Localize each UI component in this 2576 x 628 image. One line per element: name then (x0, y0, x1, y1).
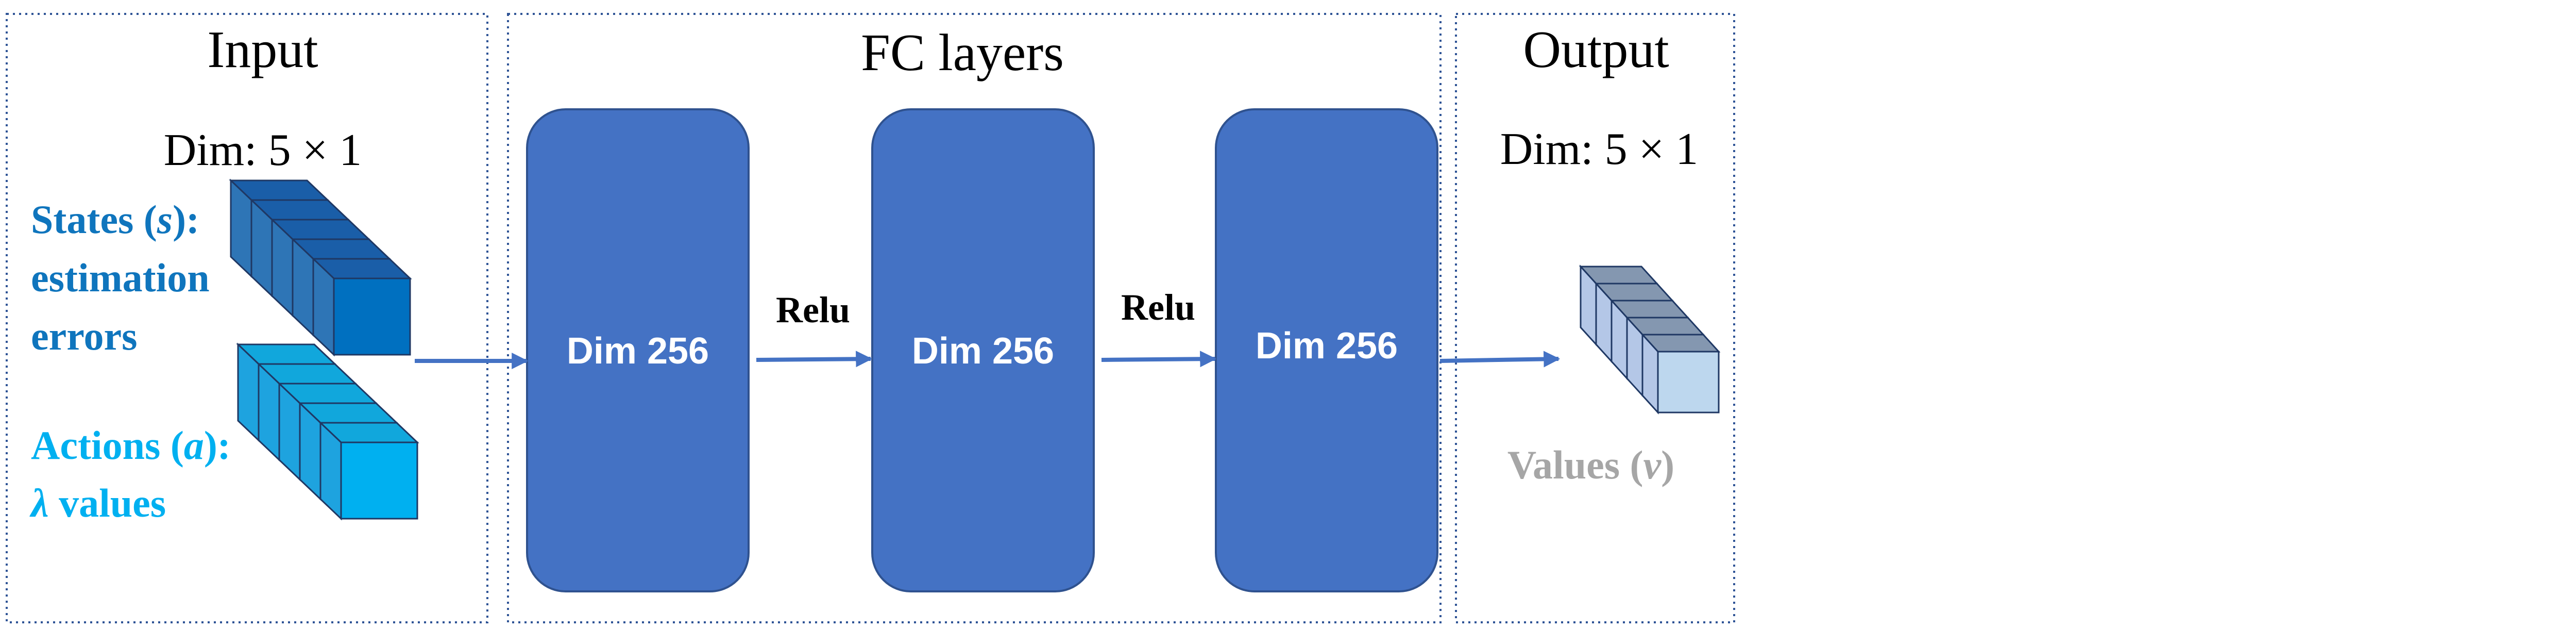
actions-tensor-icon (236, 342, 419, 521)
fc-layer-2-label: Dim 256 (912, 330, 1054, 372)
output-dim-label: Dim: 5 × 1 (1500, 124, 1699, 174)
lambda-symbol: λ (29, 481, 49, 525)
actions-label: Actions (a): (31, 423, 231, 468)
cube-front-face (1657, 351, 1720, 414)
input-dim-label: Dim: 5 × 1 (164, 125, 362, 175)
relu-label-2: Relu (1121, 287, 1195, 328)
fc-layer-1-label: Dim 256 (567, 330, 709, 372)
output-frame (1455, 13, 1735, 623)
fc-to-output-arrow (1439, 351, 1561, 368)
states-label: States (s): (31, 197, 199, 242)
values-prefix: Values ( (1507, 442, 1643, 487)
fc-layers-title: FC layers (861, 24, 1064, 82)
states-variable: s (157, 197, 173, 242)
values-variable: v (1643, 442, 1662, 487)
fc-layers-frame (507, 13, 1442, 623)
fc1-to-fc2-arrow (756, 351, 873, 368)
cube-front-face (340, 441, 418, 520)
output-title: Output (1523, 21, 1669, 79)
states-suffix: ): (173, 197, 199, 242)
actions-description: λ values (29, 481, 166, 525)
actions-variable: a (184, 423, 204, 468)
fc-layer-3 (1215, 108, 1438, 592)
fc2-to-fc3-arrow (1101, 351, 1217, 368)
states-tensor-icon (229, 178, 412, 357)
actions-suffix: ): (204, 423, 231, 468)
output-values-label: Values (v) (1507, 442, 1674, 487)
values-suffix: ) (1661, 442, 1674, 487)
relu-label-1: Relu (776, 289, 850, 330)
actions-prefix: Actions ( (31, 423, 184, 468)
actions-values-word: values (49, 481, 166, 525)
fc-layer-1 (526, 108, 750, 592)
states-prefix: States ( (31, 197, 157, 242)
fc-layer-3-label: Dim 256 (1256, 325, 1398, 367)
input-frame (6, 13, 488, 623)
input-title: Input (207, 21, 318, 79)
fc-layer-2 (871, 108, 1095, 592)
output-tensor-icon (1579, 265, 1721, 415)
cube-front-face (333, 277, 411, 356)
states-description-line2: errors (31, 313, 137, 358)
states-description-line1: estimation (31, 255, 210, 300)
